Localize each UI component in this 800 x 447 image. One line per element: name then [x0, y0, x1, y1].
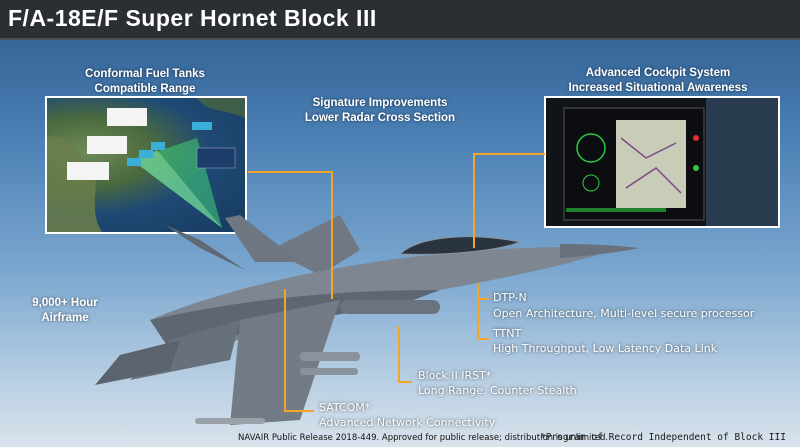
ttnt-callout-tick	[477, 338, 489, 340]
satcom-description: Advanced Network Connectivity	[319, 416, 496, 429]
cockpit-label-line1: Advanced Cockpit System	[585, 67, 731, 79]
airframe-label-line1: 9,000+ Hour	[32, 297, 98, 309]
page-title: F/A-18E/F Super Hornet Block III	[8, 5, 377, 31]
ttnt-description: High Throughput, Low Latency Data Link	[493, 342, 718, 355]
ttnt-title: TTNT	[493, 327, 522, 340]
cockpit-label-line2: Increased Situational Awareness	[568, 82, 748, 94]
signature-callout-line-h	[248, 171, 333, 173]
satcom-callout-line-h	[284, 410, 314, 412]
irst-description: Long Range. Counter Stealth	[418, 384, 577, 397]
irst-callout-line-h	[398, 381, 412, 383]
dtpn-ttnt-callout-line	[477, 283, 479, 339]
dtpn-description: Open Architecture, Multi-level secure pr…	[493, 307, 755, 320]
cockpit-callout-line-v	[473, 153, 475, 248]
airframe-label: 9,000+ Hour Airframe	[0, 296, 130, 326]
irst-callout-line-v	[398, 326, 400, 382]
cockpit-label: Advanced Cockpit System Increased Situat…	[548, 66, 768, 96]
irst-title: Block II IRST*	[418, 369, 492, 382]
cft-label-line1: Conformal Fuel Tanks	[85, 68, 205, 80]
cft-label: Conformal Fuel Tanks Compatible Range	[60, 67, 230, 97]
cockpit-graphic	[546, 98, 778, 226]
program-note: *Program of Record Independent of Block …	[540, 432, 786, 443]
cockpit-image	[544, 96, 780, 228]
signature-label-line1: Signature Improvements	[312, 97, 448, 109]
signature-callout-line-v	[331, 171, 333, 299]
dtpn-title: DTP-N	[493, 291, 527, 304]
satcom-title: SATCOM*	[319, 401, 371, 414]
range-map-graphic	[47, 98, 245, 232]
signature-label-line2: Lower Radar Cross Section	[304, 112, 456, 124]
dtpn-callout-tick	[477, 298, 489, 300]
title-bar: F/A-18E/F Super Hornet Block III	[0, 0, 800, 40]
range-map-image	[45, 96, 247, 234]
release-statement: NAVAIR Public Release 2018-449. Approved…	[238, 433, 609, 443]
cft-label-line2: Compatible Range	[94, 83, 196, 95]
signature-label: Signature Improvements Lower Radar Cross…	[290, 96, 470, 126]
satcom-callout-line-v	[284, 289, 286, 411]
cockpit-callout-line-h	[473, 153, 545, 155]
airframe-label-line2: Airframe	[41, 312, 89, 324]
